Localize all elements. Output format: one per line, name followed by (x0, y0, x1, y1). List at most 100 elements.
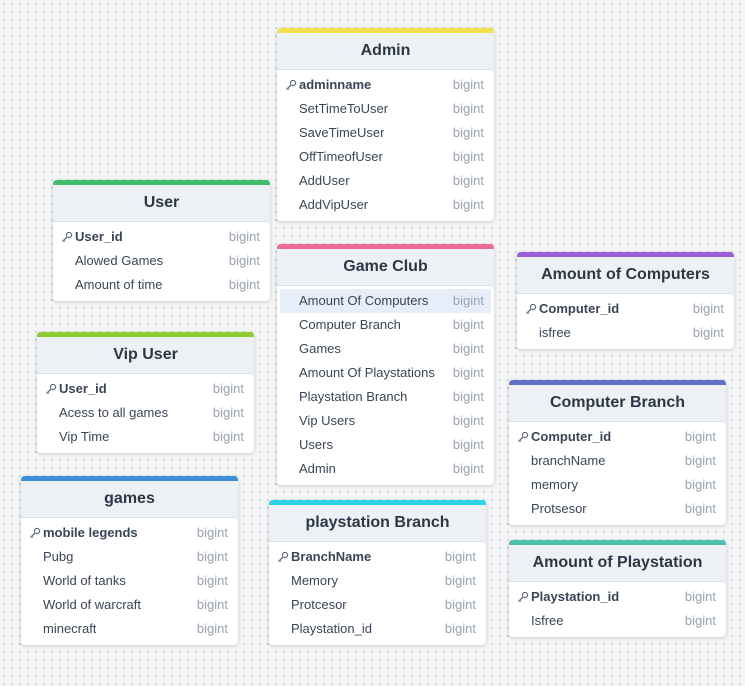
table-color-bar (21, 476, 238, 481)
column-row[interactable]: SaveTimeUser bigint (277, 121, 494, 145)
column-row[interactable]: adminname bigint (277, 73, 494, 97)
column-name: World of warcraft (43, 597, 142, 612)
table-title[interactable]: User (53, 185, 270, 222)
table-color-bar (509, 380, 726, 385)
column-type: bigint (212, 405, 244, 420)
column-row[interactable]: Alowed Games bigint (53, 249, 270, 273)
column-name: minecraft (43, 621, 97, 636)
column-name: Amount of time (75, 277, 163, 292)
column-type: bigint (228, 229, 260, 244)
column-name: Amount Of Computers (299, 293, 429, 308)
key-icon (29, 527, 41, 539)
table-title[interactable]: Vip User (37, 337, 254, 374)
column-type: bigint (452, 77, 484, 92)
column-name: Alowed Games (75, 253, 164, 268)
column-name: isfree (539, 325, 571, 340)
column-name: adminname (299, 77, 372, 92)
column-type: bigint (452, 461, 484, 476)
key-icon (525, 303, 537, 315)
column-type: bigint (452, 413, 484, 428)
column-name: mobile legends (43, 525, 138, 540)
column-name: Amount Of Playstations (299, 365, 435, 380)
column-name: Pubg (43, 549, 74, 564)
column-row[interactable]: User_id bigint (53, 225, 270, 249)
key-icon (61, 231, 73, 243)
column-name: Protcesor (291, 597, 347, 612)
table-color-bar (53, 180, 270, 185)
column-name: Computer_id (531, 429, 612, 444)
table-title[interactable]: Admin (277, 33, 494, 70)
column-type: bigint (452, 173, 484, 188)
table-color-bar (269, 500, 486, 505)
table-title[interactable]: Amount of Computers (517, 257, 734, 294)
column-type: bigint (452, 317, 484, 332)
column-name: AddUser (299, 173, 350, 188)
table-title[interactable]: Computer Branch (509, 385, 726, 422)
column-type: bigint (684, 613, 716, 628)
column-type: bigint (452, 101, 484, 116)
key-icon (517, 591, 529, 603)
column-name: Games (299, 341, 341, 356)
column-name: OffTimeofUser (299, 149, 383, 164)
column-type: bigint (452, 125, 484, 140)
column-name: Admin (299, 461, 336, 476)
table-title[interactable]: Amount of Playstation (509, 545, 726, 582)
table-title[interactable]: games (21, 481, 238, 518)
column-name: memory (531, 477, 578, 492)
column-row[interactable]: Admin bigint (277, 457, 494, 481)
table-color-bar (37, 332, 254, 337)
column-type: bigint (228, 253, 260, 268)
table-title[interactable]: Game Club (277, 249, 494, 286)
column-name: User_id (75, 229, 123, 244)
column-row[interactable]: AddUser bigint (277, 169, 494, 193)
column-name: Memory (291, 573, 338, 588)
column-name: SaveTimeUser (299, 125, 385, 140)
column-name: Users (299, 437, 333, 452)
table-title[interactable]: playstation Branch (269, 505, 486, 542)
